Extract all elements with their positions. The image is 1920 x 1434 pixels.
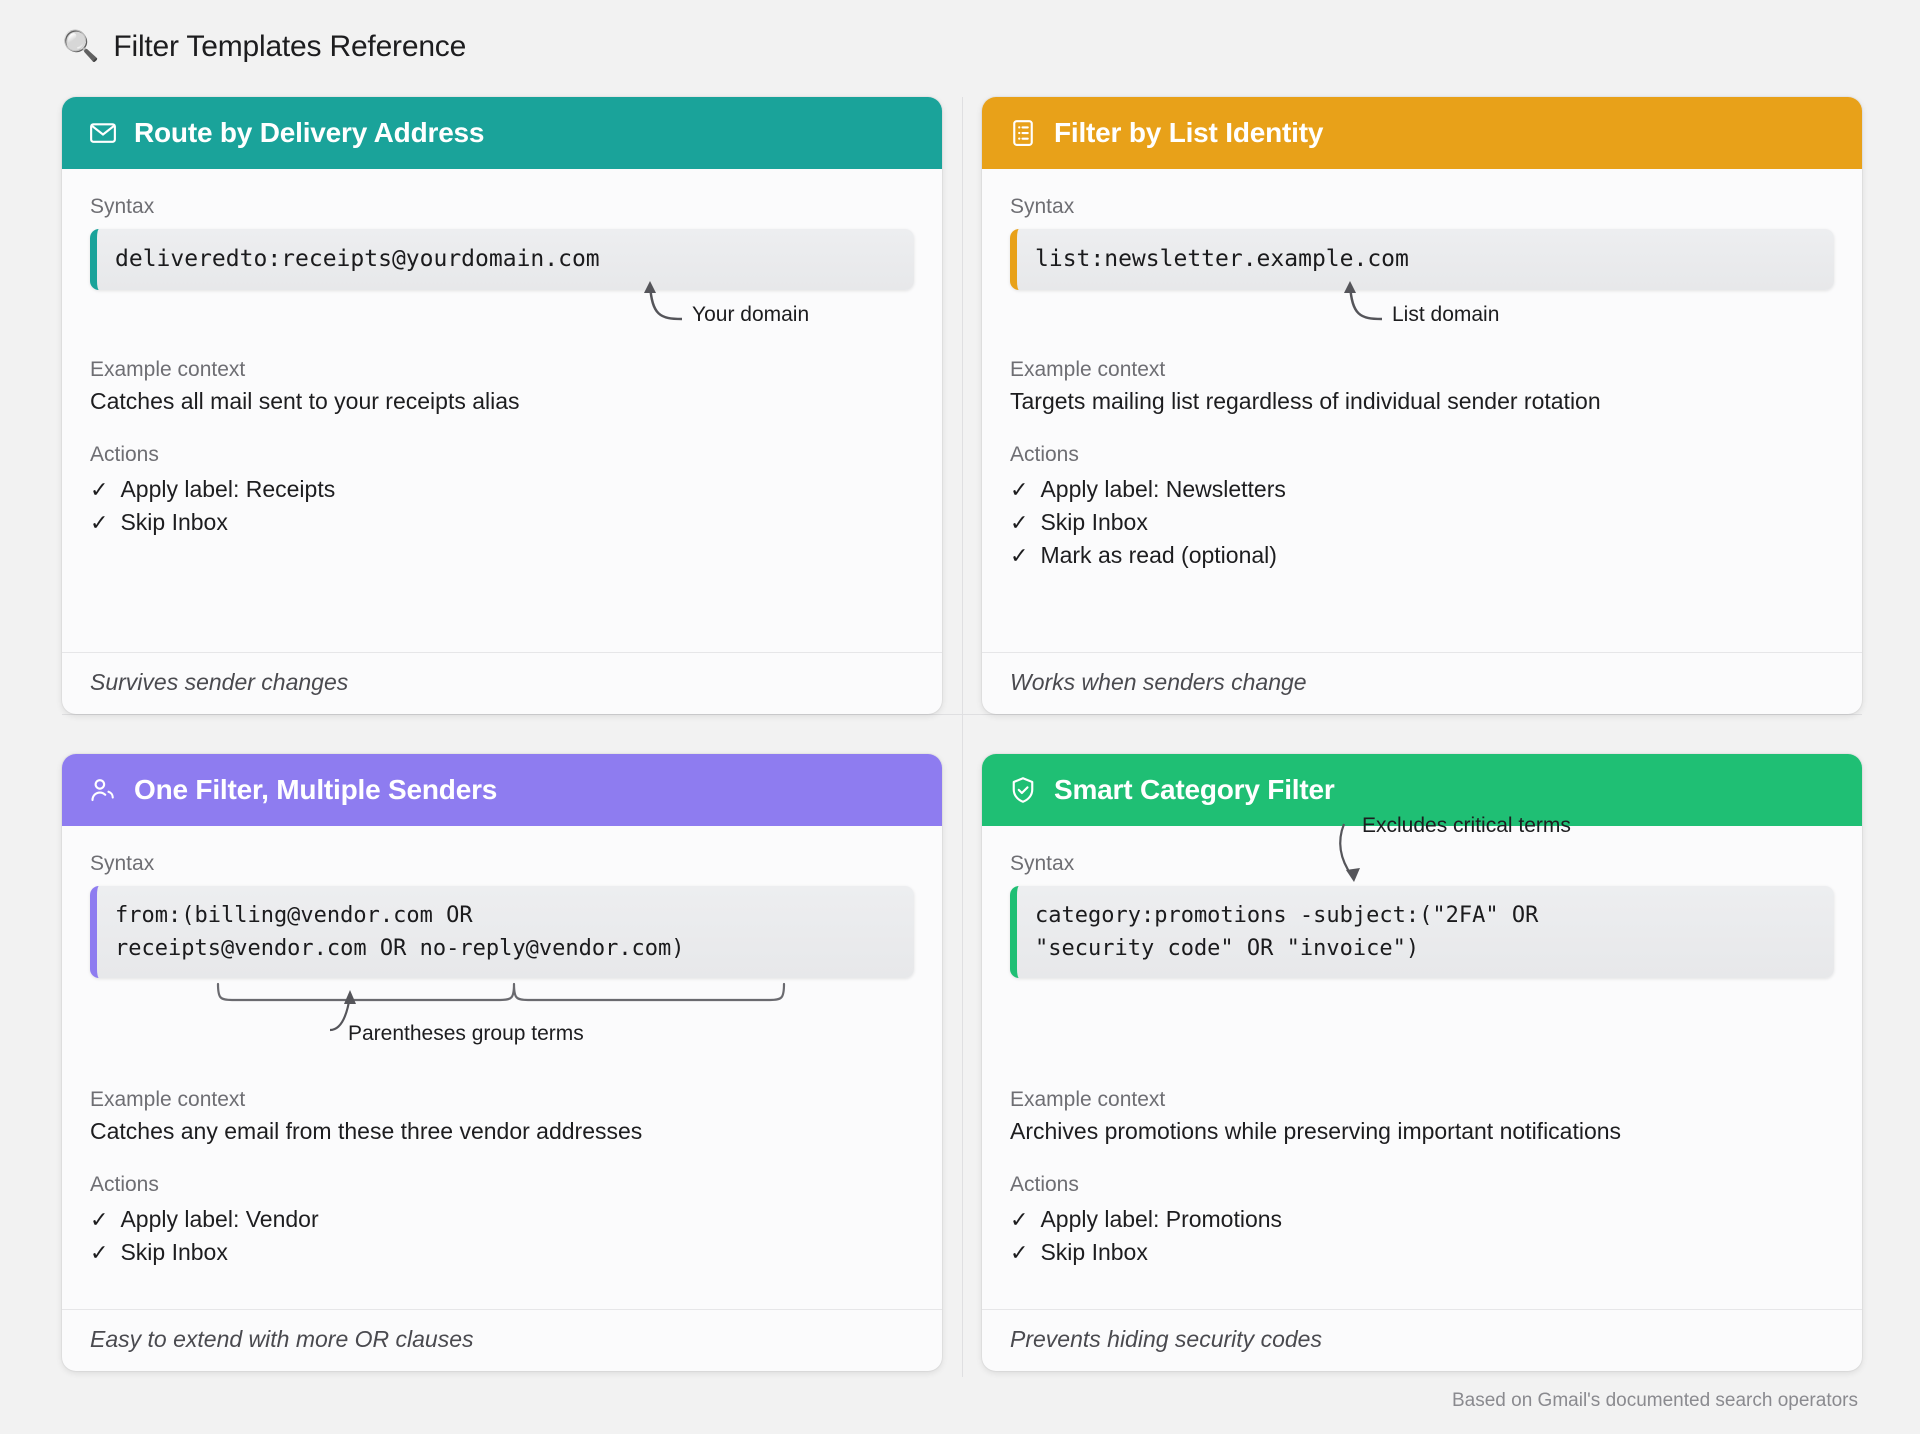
actions-label: Actions — [90, 1173, 159, 1197]
check-icon: ✓ — [90, 1240, 109, 1266]
action-item: ✓ Skip Inbox — [90, 506, 914, 539]
action-label: Apply label: Vendor — [120, 1206, 319, 1233]
actions-label: Actions — [90, 442, 159, 466]
syntax-code[interactable]: from:(billing@vendor.com OR receipts@ven… — [90, 886, 914, 978]
card-title: Smart Category Filter — [1054, 774, 1335, 805]
column-divider — [962, 97, 963, 1377]
syntax-label: Syntax — [90, 195, 155, 218]
syntax-block-wrap: list:newsletter.example.com List domain — [1010, 229, 1834, 326]
shield-check-icon — [1008, 775, 1038, 805]
card-title: One Filter, Multiple Senders — [134, 774, 498, 805]
check-icon: ✓ — [90, 1207, 109, 1233]
envelope-icon — [88, 118, 118, 148]
actions-list: ✓ Apply label: Newsletters ✓ Skip Inbox … — [1010, 473, 1834, 573]
syntax-code[interactable]: deliveredto:receipts@yourdomain.com — [90, 229, 914, 290]
actions-list: ✓ Apply label: Receipts ✓ Skip Inbox — [90, 473, 914, 540]
page-title: Filter Templates Reference — [113, 30, 467, 63]
card-filter-by-list-identity[interactable]: Filter by List Identity Syntax list:news… — [982, 97, 1862, 714]
example-context-label: Example context — [90, 1088, 246, 1111]
page-header: 🔍 Filter Templates Reference — [62, 30, 466, 64]
check-icon: ✓ — [1010, 1207, 1029, 1233]
action-label: Apply label: Promotions — [1040, 1206, 1283, 1233]
check-icon: ✓ — [1010, 1240, 1029, 1266]
action-label: Skip Inbox — [120, 508, 228, 535]
search-icon: 🔍 — [62, 30, 100, 63]
actions-list: ✓ Apply label: Promotions ✓ Skip Inbox — [1010, 1203, 1834, 1270]
card-header: One Filter, Multiple Senders — [62, 754, 942, 826]
action-label: Apply label: Newsletters — [1040, 475, 1286, 502]
syntax-block-wrap: category:promotions -subject:("2FA" OR "… — [1010, 814, 1834, 978]
example-context-label: Example context — [1010, 357, 1166, 381]
example-context-text: Catches any email from these three vendo… — [90, 1118, 643, 1144]
action-label: Skip Inbox — [1040, 508, 1148, 535]
card-footer: Easy to extend with more OR clauses — [62, 1309, 942, 1371]
action-item: ✓ Skip Inbox — [90, 1236, 914, 1269]
card-route-by-delivery-address[interactable]: Route by Delivery Address Syntax deliver… — [62, 97, 942, 714]
check-icon: ✓ — [1010, 476, 1029, 502]
check-icon: ✓ — [1010, 509, 1029, 535]
syntax-block-wrap: deliveredto:receipts@yourdomain.com Your… — [90, 229, 914, 326]
list-document-icon — [1008, 118, 1038, 148]
card-header: Filter by List Identity — [982, 97, 1862, 169]
people-icon — [88, 775, 118, 805]
card-body: Syntax list:newsletter.example.com List … — [982, 169, 1862, 652]
card-footer: Works when senders change — [982, 652, 1862, 714]
action-label: Skip Inbox — [1040, 1239, 1148, 1266]
action-item: ✓ Mark as read (optional) — [1010, 539, 1834, 572]
card-body: Syntax category:promotions -subject:("2F… — [982, 814, 1862, 1309]
syntax-label: Syntax — [1010, 852, 1075, 875]
action-item: ✓ Apply label: Receipts — [90, 473, 914, 506]
action-item: ✓ Skip Inbox — [1010, 506, 1834, 539]
example-context-label: Example context — [1010, 1088, 1166, 1111]
check-icon: ✓ — [90, 476, 109, 502]
syntax-block-wrap: from:(billing@vendor.com OR receipts@ven… — [90, 886, 914, 1045]
row-divider — [62, 714, 1862, 715]
example-context-text: Catches all mail sent to your receipts a… — [90, 387, 520, 414]
card-title: Filter by List Identity — [1054, 117, 1324, 148]
action-label: Skip Inbox — [120, 1239, 228, 1266]
actions-label: Actions — [1010, 1173, 1079, 1197]
action-label: Mark as read (optional) — [1040, 542, 1277, 569]
card-title: Route by Delivery Address — [134, 117, 485, 148]
card-smart-category-filter[interactable]: Smart Category Filter Syntax category:pr… — [982, 754, 1862, 1371]
action-label: Apply label: Receipts — [120, 475, 336, 502]
syntax-label: Syntax — [90, 852, 155, 875]
action-item: ✓ Apply label: Newsletters — [1010, 473, 1834, 506]
card-body: Syntax from:(billing@vendor.com OR recei… — [62, 826, 942, 1309]
card-body: Syntax deliveredto:receipts@yourdomain.c… — [62, 169, 942, 652]
check-icon: ✓ — [90, 509, 109, 535]
card-one-filter-multiple-senders[interactable]: One Filter, Multiple Senders Syntax from… — [62, 754, 942, 1371]
card-footer: Survives sender changes — [62, 652, 942, 714]
actions-label: Actions — [1010, 442, 1079, 466]
example-context-label: Example context — [90, 357, 246, 381]
syntax-code[interactable]: category:promotions -subject:("2FA" OR "… — [1010, 886, 1834, 978]
cards-grid: Route by Delivery Address Syntax deliver… — [62, 97, 1862, 1371]
syntax-label: Syntax — [1010, 195, 1075, 218]
action-item: ✓ Apply label: Promotions — [1010, 1203, 1834, 1236]
example-context-text: Targets mailing list regardless of indiv… — [1010, 387, 1601, 414]
card-footer: Prevents hiding security codes — [982, 1309, 1862, 1371]
actions-list: ✓ Apply label: Vendor ✓ Skip Inbox — [90, 1203, 914, 1270]
card-header: Smart Category Filter — [982, 754, 1862, 826]
example-context-text: Archives promotions while preserving imp… — [1010, 1118, 1622, 1144]
action-item: ✓ Skip Inbox — [1010, 1236, 1834, 1269]
card-header: Route by Delivery Address — [62, 97, 942, 169]
footnote: Based on Gmail's documented search opera… — [1451, 1390, 1858, 1411]
action-item: ✓ Apply label: Vendor — [90, 1203, 914, 1236]
syntax-code[interactable]: list:newsletter.example.com — [1010, 229, 1834, 290]
check-icon: ✓ — [1010, 543, 1029, 569]
